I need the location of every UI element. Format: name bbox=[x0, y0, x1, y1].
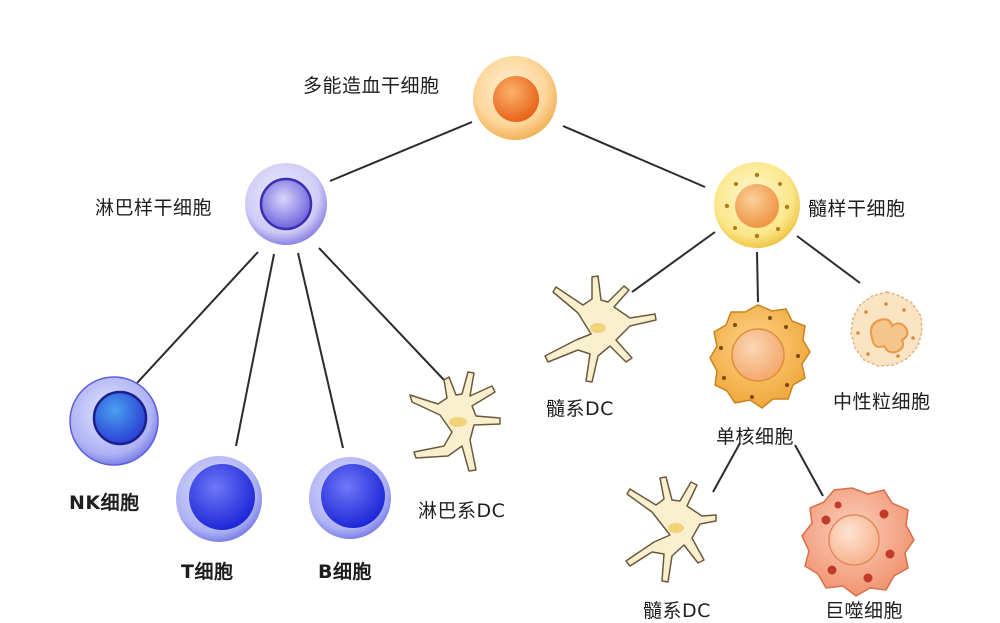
myeloid-stem-cell bbox=[714, 162, 800, 248]
nk-cell bbox=[69, 376, 159, 466]
edge-lymphoid-nk bbox=[136, 251, 259, 384]
myeloid-dc-2-cell bbox=[625, 476, 717, 583]
hsc-label: 多能造血干细胞 bbox=[303, 75, 440, 97]
myeloid-dc-label: 髓系DC bbox=[546, 398, 614, 420]
edge-myeloid-neutrophil bbox=[796, 235, 861, 284]
macrophage-cell bbox=[801, 487, 915, 597]
myeloid-dc-cell bbox=[544, 275, 657, 383]
edge-hsc-myeloid bbox=[562, 125, 706, 188]
edge-myeloid-dc bbox=[631, 231, 716, 293]
edge-lymphoid-dc bbox=[318, 247, 445, 381]
connector-lines bbox=[136, 121, 861, 497]
edge-myeloid-monocyte bbox=[756, 251, 759, 303]
edge-lymphoid-t bbox=[235, 253, 275, 447]
t-cell bbox=[176, 456, 262, 542]
lymphoid-stem-label: 淋巴样干细胞 bbox=[95, 197, 213, 219]
lymphoid-dc-cell bbox=[409, 371, 501, 472]
edge-hsc-lymphoid bbox=[329, 121, 473, 182]
neutrophil-label: 中性粒细胞 bbox=[833, 391, 931, 413]
myeloid-stem-label: 髓样干细胞 bbox=[808, 198, 906, 220]
edge-monocyte-dc2 bbox=[712, 442, 741, 493]
t-cell-label: T细胞 bbox=[181, 561, 234, 583]
myeloid-dc-2-label: 髓系DC bbox=[643, 600, 711, 622]
lymphoid-dc-label: 淋巴系DC bbox=[418, 500, 506, 522]
nk-label: NK细胞 bbox=[69, 492, 140, 514]
edge-monocyte-macrophage bbox=[794, 444, 824, 497]
hsc-cell bbox=[473, 56, 557, 140]
lymphoid-stem-cell bbox=[245, 163, 327, 245]
b-cell-label: B细胞 bbox=[318, 561, 372, 583]
monocyte-cell bbox=[709, 304, 811, 409]
neutrophil-cell bbox=[850, 291, 923, 367]
b-cell bbox=[309, 457, 391, 539]
monocyte-label: 单核细胞 bbox=[716, 426, 795, 448]
edge-lymphoid-b bbox=[297, 252, 344, 449]
macrophage-label: 巨噬细胞 bbox=[825, 600, 904, 622]
